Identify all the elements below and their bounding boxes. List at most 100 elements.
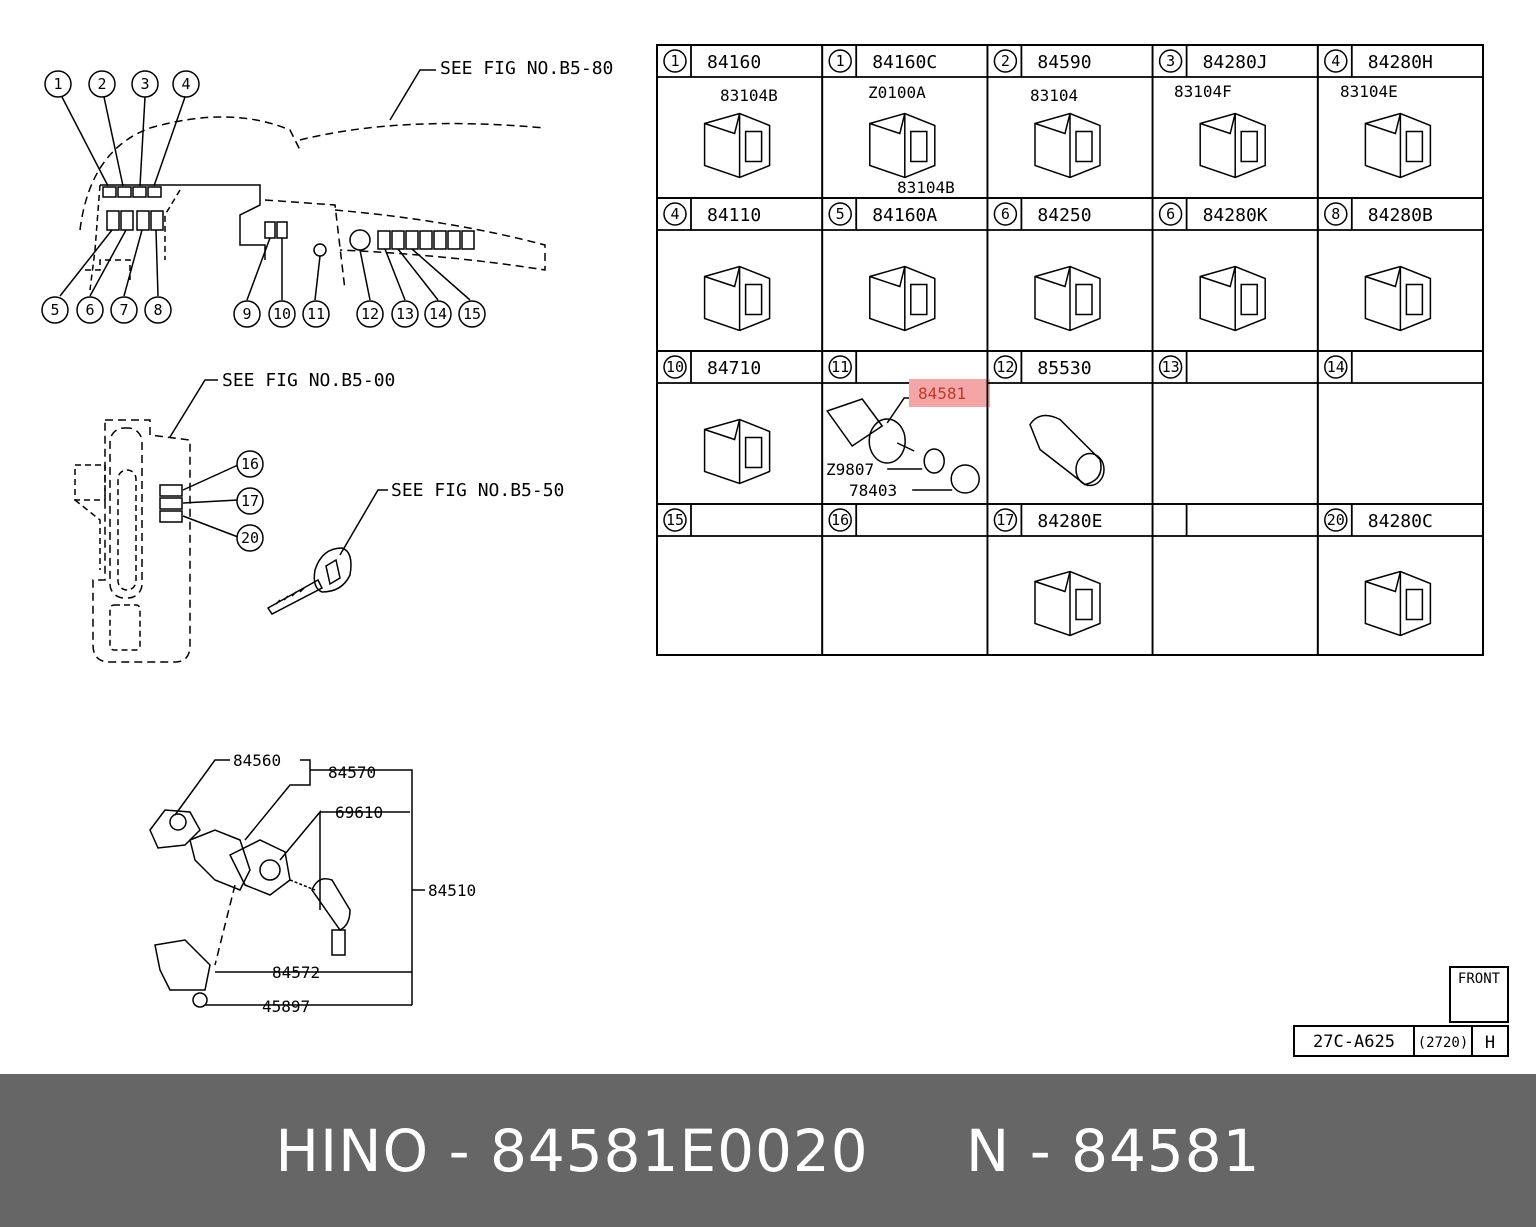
grid-cell-part-code: 84590	[1037, 52, 1091, 73]
grid-cell-number-circle	[828, 508, 852, 532]
grid-cell-number-circle	[993, 202, 1018, 226]
callout-circle: 1	[44, 70, 72, 98]
grid-cell-number-circle	[993, 508, 1018, 532]
grid-cell: 20 84280C	[1316, 503, 1484, 656]
grid-cell: 1 84160 83104B	[656, 44, 824, 199]
callout-circle: 9	[233, 300, 261, 328]
grid-cell-number-circle	[828, 355, 852, 379]
grid-cell-part-code: 84280C	[1368, 511, 1433, 532]
svg-text:5: 5	[50, 301, 59, 319]
part-label-45897: 45897	[262, 997, 310, 1016]
part-label-69610: 69610	[335, 803, 383, 822]
svg-text:10: 10	[273, 305, 291, 323]
grid-cell-number: 5	[836, 205, 845, 223]
grid-cell-number-circle	[1324, 202, 1348, 226]
callout-circle: 5	[41, 296, 69, 324]
grid-cell-number: 1	[670, 52, 679, 70]
grid-cell-part-code: 84160	[707, 52, 761, 73]
grid-cell: 15	[656, 503, 824, 656]
grid-cell-part-code: 84280B	[1368, 205, 1433, 226]
highlighted-part-label: 84581	[918, 384, 966, 403]
drawing-code: 27C-A625	[1313, 1032, 1395, 1052]
grid-cell-part-code: 84160C	[872, 52, 937, 73]
grid-cell-number: 12	[996, 358, 1014, 376]
svg-text:15: 15	[463, 305, 481, 323]
dashboard-illustration	[59, 69, 546, 301]
grid-cell-part-code: 84280K	[1203, 205, 1268, 226]
callout-circle: 4	[172, 70, 200, 98]
grid-cell: 3 84280J 83104F	[1151, 44, 1319, 199]
switch-part-drawing	[1029, 414, 1105, 487]
grid-cell	[1151, 503, 1319, 656]
grid-cell-number-circle	[1158, 355, 1183, 379]
grid-cell-number: 4	[1331, 52, 1340, 70]
grid-cell-part-code: 84280J	[1203, 52, 1268, 73]
callout-circle: 10	[268, 300, 296, 328]
switch-part-drawing	[1364, 265, 1432, 332]
grid-cell-number: 1	[836, 52, 845, 70]
grid-callout-label: 83104B	[720, 86, 778, 105]
grid-cell: 16	[821, 503, 989, 656]
switch-part-drawing	[1034, 112, 1101, 179]
svg-text:7: 7	[119, 301, 128, 319]
switch-part-drawing	[1034, 265, 1101, 332]
grid-cell-number-circle	[1324, 49, 1348, 73]
grid-cell: 14	[1316, 350, 1484, 505]
switch-part-drawing	[1364, 570, 1432, 637]
highlight-marker	[909, 379, 990, 407]
svg-text:2: 2	[97, 75, 106, 93]
grid-cell-number-circle	[1158, 202, 1183, 226]
grid-cell-number-circle	[1158, 49, 1183, 73]
title-block	[1293, 966, 1509, 1057]
svg-text:1: 1	[53, 75, 62, 93]
svg-text:12: 12	[361, 305, 379, 323]
callout-circle: 3	[131, 70, 159, 98]
grid-cell: 10 84710	[656, 350, 824, 505]
grid-cell-number: 13	[1162, 358, 1180, 376]
part-label-84510: 84510	[428, 881, 476, 900]
grid-cell-number-circle	[663, 508, 687, 532]
callout-circle: 7	[110, 296, 138, 324]
svg-text:17: 17	[241, 492, 259, 510]
grid-cell-number: 2	[1001, 52, 1010, 70]
svg-text:14: 14	[429, 305, 447, 323]
grid-cell-part-code: 84710	[707, 358, 761, 379]
footer-part-text: HINO - 84581E0020 N - 84581	[275, 1116, 1261, 1185]
switch-part-drawing	[703, 265, 771, 332]
console-callouts: 16 17 20	[236, 450, 264, 552]
grid-cell-part-code: 84280E	[1037, 511, 1102, 532]
grid-cell: 13	[1151, 350, 1319, 505]
key-illustration	[266, 489, 388, 615]
svg-text:3: 3	[140, 75, 149, 93]
grid-cell-number-circle	[1324, 508, 1348, 532]
grid-cell-number: 10	[666, 358, 684, 376]
svg-text:13: 13	[396, 305, 414, 323]
grid-cell-number: 14	[1327, 358, 1345, 376]
svg-text:8: 8	[153, 301, 162, 319]
callout-circle: 14	[424, 300, 452, 328]
callout-circle: 12	[356, 300, 384, 328]
grid-callout-label: 83104B	[897, 178, 955, 197]
console-illustration	[74, 379, 239, 663]
callout-circle: 15	[458, 300, 486, 328]
grid-callout-label: 83104F	[1174, 82, 1232, 101]
grid-cell-number: 20	[1327, 511, 1345, 529]
grid-cell-number: 3	[1166, 52, 1175, 70]
switch-part-drawing	[703, 112, 771, 179]
callout-circle: 6	[76, 296, 104, 324]
grid-cell-number: 4	[670, 205, 679, 223]
drawing-year: (2720)	[1418, 1035, 1469, 1051]
callout-circle: 20	[236, 524, 264, 552]
switch-part-drawing	[1364, 112, 1432, 179]
switch-part-drawing	[703, 418, 771, 485]
svg-text:6: 6	[85, 301, 94, 319]
part-label-84560: 84560	[233, 751, 281, 770]
